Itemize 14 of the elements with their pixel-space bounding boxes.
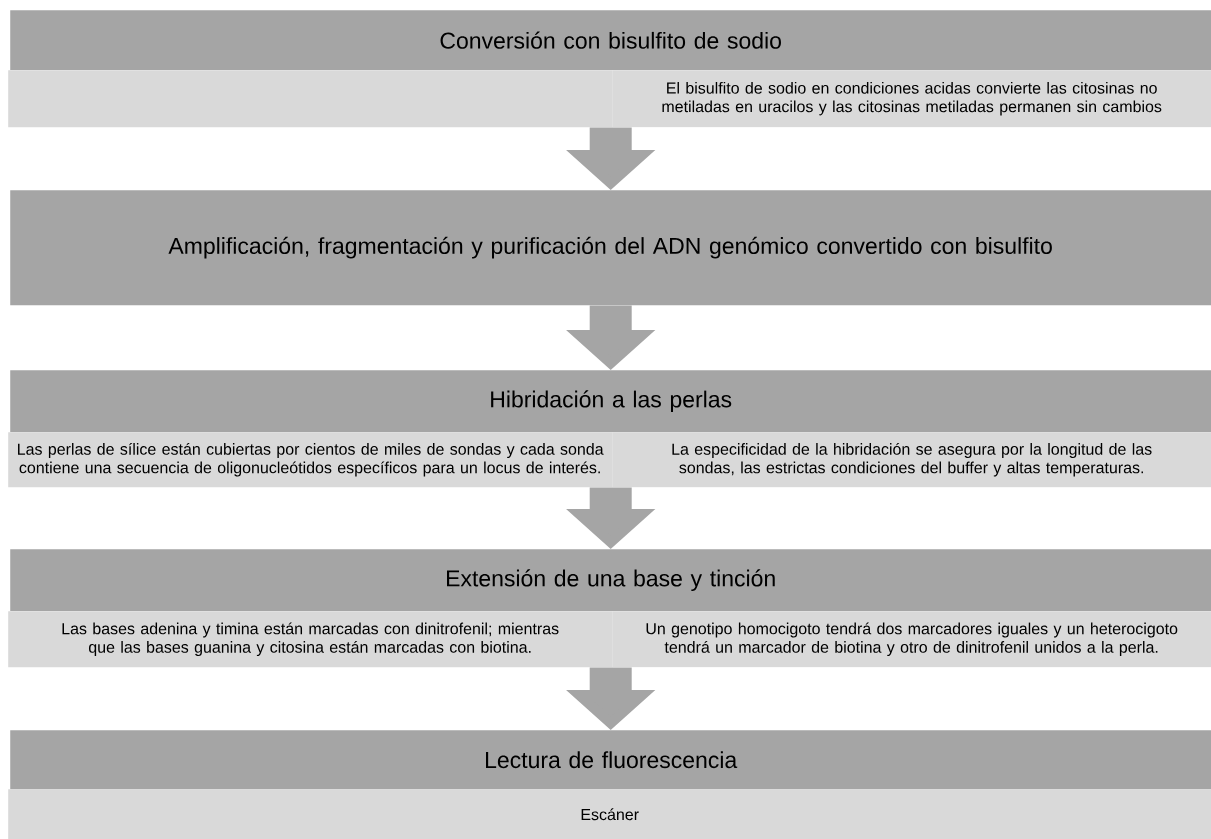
node-label: La especificidad de la hibridación se asegura por la longitud de las sondas, las estrictas condiciones del buffer y altas temperaturas. <box>672 442 1152 477</box>
node-label: Un genotipo homocigoto tendrá dos marcadores iguales y un heterocigoto tendrá un marcador de biotina y otro de dinitrofenil unidos a la perla. <box>646 622 1178 657</box>
node-label: El bisulfito de sodio en condiciones acidas convierte las citosinas no metiladas en uracilos y las citosinas metiladas permanen sin cambios <box>662 82 1162 116</box>
detail-box: El bisulfito de sodio en condiciones acidas convierte las citosinas no metiladas en uracilos y las citosinas metiladas permanen sin cambios <box>612 70 1211 128</box>
detail-box: Un genotipo homocigoto tendrá dos marcadores iguales y un heterocigoto tendrá un marcador de biotina y otro de dinitrofenil unidos a la perla. <box>612 611 1211 668</box>
detail-box: Las bases adenina y timina están marcadas con dinitrofenil; mientras que las bases guanina y citosina están marcadas con biotina. <box>8 611 613 668</box>
step-band: Conversión con bisulfito de sodio <box>10 10 1211 71</box>
detail-box: Las perlas de sílice están cubiertas por cientos de miles de sondas y cada sonda contiene una secuencia de oligonucleótidos específicos para un locus de interés. <box>8 432 613 488</box>
detail-box: La especificidad de la hibridación se asegura por la longitud de las sondas, las estrictas condiciones del buffer y altas temperaturas. <box>612 432 1211 488</box>
step-band: Lectura de fluorescencia <box>10 730 1211 790</box>
detail-box <box>8 70 613 128</box>
node-label: Las bases adenina y timina están marcadas con dinitrofenil; mientras que las bases guanina y citosina están marcadas con biotina. <box>62 622 559 657</box>
detail-box: Escáner <box>8 789 1211 839</box>
node-label: Las perlas de sílice están cubiertas por cientos de miles de sondas y cada sonda contiene una secuencia de oligonucleótidos específicos para un locus de interés. <box>18 442 604 477</box>
